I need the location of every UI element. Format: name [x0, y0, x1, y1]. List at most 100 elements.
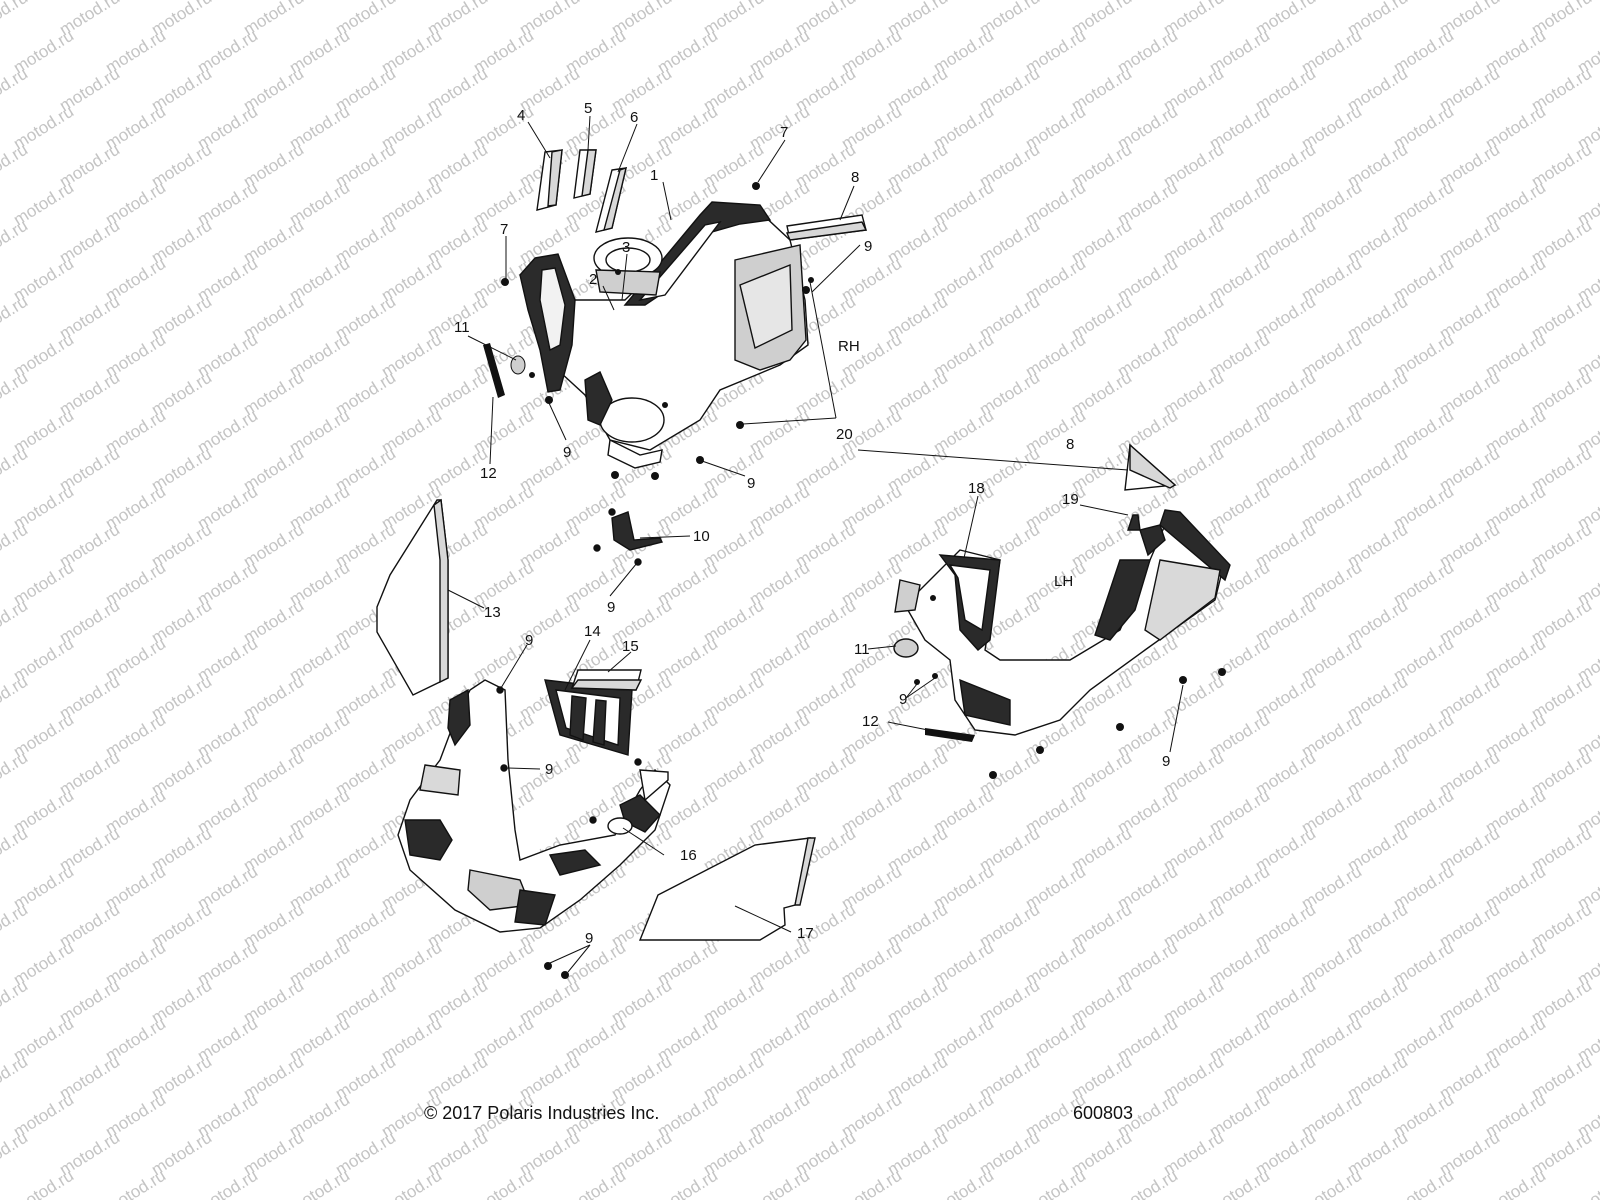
fastener-icon [545, 396, 553, 404]
fastener-icon [544, 962, 552, 970]
callout-10: 10 [693, 528, 710, 545]
callout-17: 17 [797, 925, 814, 942]
strap-12-top [483, 343, 505, 398]
callout-8b: 8 [1066, 436, 1074, 453]
copyright-text: © 2017 Polaris Industries Inc. [424, 1103, 660, 1123]
grommet-11-top [510, 355, 526, 375]
watermark-text: motod.ru [378, 1166, 445, 1200]
part-4-decal-shade [547, 149, 563, 207]
rh-side-label: RH [838, 338, 860, 355]
top-decal-set [536, 149, 868, 241]
callout-14: 14 [584, 623, 601, 640]
fastener-icon [808, 277, 814, 283]
callout-9i: 9 [1162, 753, 1170, 770]
callout-12b: 12 [862, 713, 879, 730]
fastener-icon [615, 269, 621, 275]
callout-11b: 11 [854, 641, 870, 658]
fastener-icon [651, 472, 659, 480]
callout-6: 6 [630, 109, 638, 126]
fastener-icon [736, 421, 744, 429]
callout-1: 1 [650, 167, 658, 184]
watermark-text: motod.ru [470, 1166, 537, 1200]
watermark-text: motod.ru [1390, 1166, 1457, 1200]
callout-8a: 8 [851, 169, 859, 186]
callout-4: 4 [517, 107, 525, 124]
fastener-icon [662, 402, 668, 408]
floor-edge [607, 438, 663, 469]
callout-labels: 1 2 3 4 5 6 7 7 8 8 9 9 9 9 9 9 9 9 9 10… [454, 100, 1170, 947]
watermark-text: motod.ru [654, 1166, 721, 1200]
fastener-icon [1036, 746, 1044, 754]
callout-2: 2 [589, 271, 597, 288]
callout-18: 18 [968, 480, 985, 497]
fastener-icon [914, 679, 920, 685]
watermark-text: motod.ru [1206, 1166, 1273, 1200]
fastener-icon [561, 971, 569, 979]
fastener-set-top [483, 182, 814, 480]
fastener-icon [611, 471, 619, 479]
fastener-set-lh [914, 595, 1226, 779]
callout-16: 16 [680, 847, 697, 864]
watermark-text: motod.ru [930, 1166, 997, 1200]
callout-9a: 9 [864, 238, 872, 255]
watermark-text: motod.ru [1298, 1166, 1365, 1200]
fastener-icon [932, 673, 938, 679]
fastener-icon [696, 456, 704, 464]
callout-7a: 7 [780, 124, 788, 141]
fastener-icon [1116, 723, 1124, 731]
watermark-text: motod.ru [194, 1166, 261, 1200]
watermark-text: motod.ru [562, 1166, 629, 1200]
callout-9g: 9 [585, 930, 593, 947]
panel-14-and-decal-15 [544, 669, 643, 756]
fuel-ring-mount [595, 269, 661, 296]
upper-frame-rail-inner [638, 220, 722, 302]
side-panel-13 [376, 498, 449, 696]
floor-bracket [584, 371, 613, 426]
strap-12-lh [925, 728, 975, 742]
fastener-icon [989, 771, 997, 779]
part-5-decal-shade [581, 149, 597, 197]
fastener-icon [501, 278, 509, 286]
lower-center-shroud [397, 679, 671, 933]
fastener-icon [529, 372, 535, 378]
callout-11a: 11 [454, 319, 470, 336]
left-riser-highlight [539, 267, 566, 352]
fastener-icon [802, 286, 810, 294]
watermark-text: motod.ru [102, 1166, 169, 1200]
side-panel-17 [638, 837, 816, 941]
leader-lines [447, 115, 1184, 973]
callout-9h: 9 [899, 691, 907, 708]
upper-panel-vent [739, 263, 793, 350]
watermark-text: motod.ru [746, 1166, 813, 1200]
watermark-text: motod.ru [838, 1166, 905, 1200]
callout-13: 13 [484, 604, 501, 621]
fastener-icon [752, 182, 760, 190]
callout-20: 20 [836, 426, 853, 443]
fastener-icon [930, 595, 936, 601]
part-8-strip-top-shade [785, 221, 868, 241]
callout-12a: 12 [480, 465, 497, 482]
part-6-decal-shade [603, 166, 627, 231]
upper-shroud-assembly [519, 201, 809, 469]
watermark-text: motod.ru [1022, 1166, 1089, 1200]
watermark-text: motod.ru [1114, 1166, 1181, 1200]
callout-9b: 9 [563, 444, 571, 461]
callout-5: 5 [584, 100, 592, 117]
fastener-icon [1179, 676, 1187, 684]
watermark-text: motod.ru [0, 0, 31, 39]
callout-7b: 7 [500, 221, 508, 238]
callout-9f: 9 [545, 761, 553, 778]
watermark-text: motod.ru [10, 1166, 77, 1200]
diagram-number: 600803 [1073, 1103, 1134, 1123]
callout-3: 3 [622, 239, 630, 256]
callout-15: 15 [622, 638, 639, 655]
callout-9c: 9 [747, 475, 755, 492]
callout-9d: 9 [607, 599, 615, 616]
watermark-text: motod.ru [1574, 1166, 1600, 1200]
fastener-icon [1218, 668, 1226, 676]
fastener-set-lower [544, 962, 569, 979]
callout-19: 19 [1062, 491, 1079, 508]
lh-side-label: LH [1054, 573, 1073, 590]
